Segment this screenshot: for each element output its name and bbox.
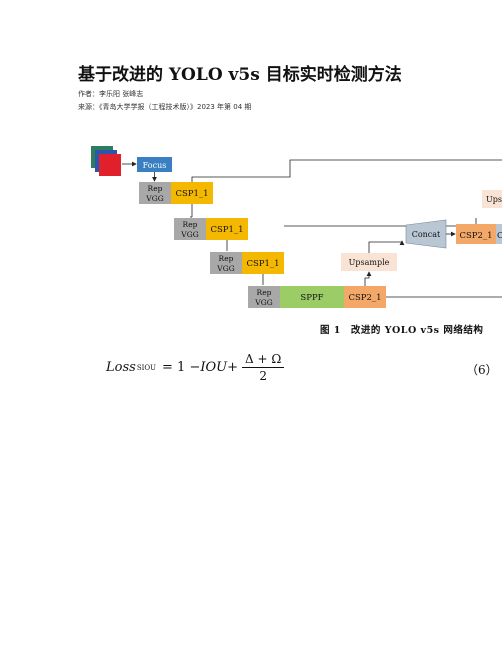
sppf-block — [280, 286, 344, 308]
rep-vgg-block-1 — [139, 182, 171, 204]
input-layer-red — [99, 154, 121, 176]
upsample-partial-label: Ups — [486, 195, 502, 204]
article-authors: 作者：李乐阳 张峰志 — [78, 90, 144, 98]
csp1-label-2: CSP1_1 — [210, 225, 243, 235]
vgg-label-1: VGG — [145, 194, 163, 203]
csp1-block-1 — [171, 182, 213, 204]
rep-label-3: Rep — [219, 254, 234, 263]
rep-label-1: Rep — [148, 184, 163, 193]
figure-caption: 图 1 改进的 YOLO v5s 网络结构 — [320, 325, 484, 336]
csp2-block-right — [456, 224, 496, 244]
concat-label: Concat — [412, 230, 441, 239]
focus-label: Focus — [143, 161, 167, 170]
formula-denominator: 2 — [259, 369, 267, 383]
focus-block — [137, 157, 172, 172]
csp1-block-3 — [242, 252, 284, 274]
csp1-label-1: CSP1_1 — [175, 189, 208, 199]
network-diagram: Focus Rep VGG CSP1_1 Rep VGG CSP1_1 Rep … — [91, 146, 502, 308]
partial-block-right — [496, 224, 502, 244]
upsample-block-partial — [482, 190, 502, 208]
equation-number: （6） — [466, 363, 498, 377]
csp2-label-bottom: CSP2_1 — [348, 293, 381, 303]
csp2-block-bottom — [344, 286, 386, 308]
upsample-label: Upsample — [349, 258, 390, 267]
article-title: 基于改进的 YOLO v5s 目标实时检测方法 — [78, 65, 402, 85]
formula-iou: IOU — [200, 360, 228, 375]
rep-label-2: Rep — [183, 220, 198, 229]
csp2-label-right: CSP2_1 — [459, 231, 492, 241]
concat-block — [405, 219, 447, 249]
vgg-label-3: VGG — [216, 264, 234, 273]
formula-rhs-a: = 1 − — [162, 360, 201, 375]
rep-vgg-block-2 — [174, 218, 206, 240]
formula-fraction: Δ + Ω 2 — [242, 352, 285, 383]
rep-vgg-block-3 — [210, 252, 242, 274]
network-figure: Focus Rep VGG CSP1_1 Rep VGG CSP1_1 Rep … — [0, 130, 502, 370]
partial-c-label: C — [497, 231, 502, 241]
sppf-label: SPPF — [300, 293, 323, 303]
csp1-block-2 — [206, 218, 248, 240]
rep-vgg-block-4 — [248, 286, 280, 308]
formula-rhs-b: + — [227, 360, 238, 375]
vgg-label-4: VGG — [254, 298, 272, 307]
csp1-label-3: CSP1_1 — [246, 259, 279, 269]
formula-lhs-subscript: SIOU — [136, 363, 157, 372]
article-source: 来源：《青岛大学学报（工程技术版）》2023 年第 04 期 — [78, 103, 252, 111]
upsample-block — [341, 253, 397, 271]
rep-label-4: Rep — [257, 288, 272, 297]
formula-numerator: Δ + Ω — [242, 352, 285, 368]
formula-lhs: Loss — [106, 360, 136, 375]
vgg-label-2: VGG — [180, 230, 198, 239]
